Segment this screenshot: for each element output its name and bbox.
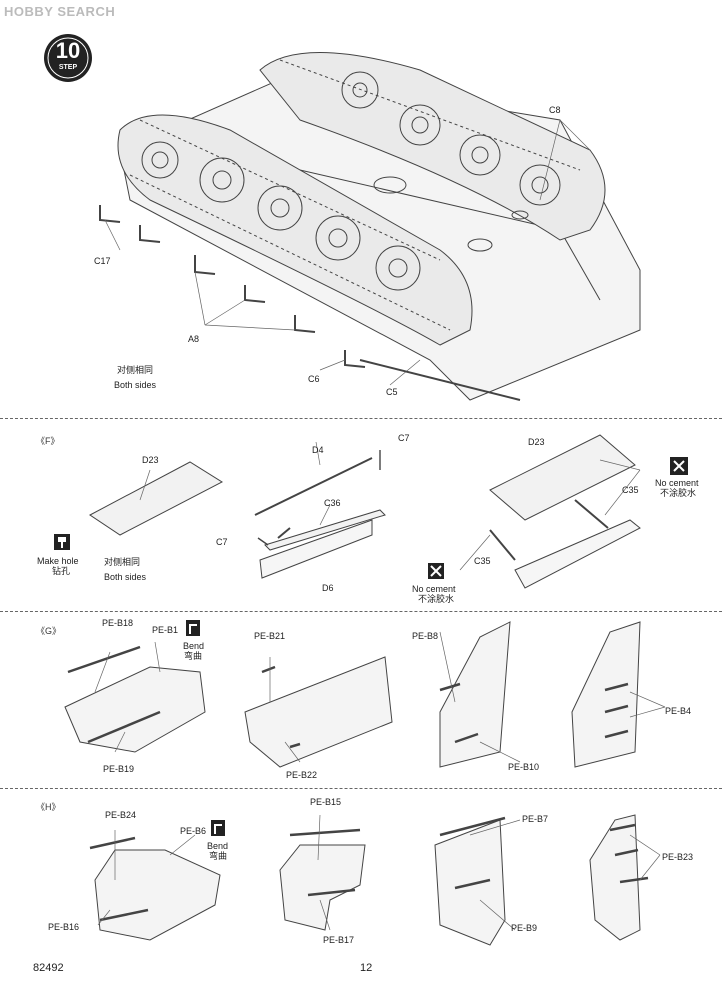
part-label-c7: C7 [216, 537, 228, 547]
part-label-pe-b16: PE-B16 [48, 922, 80, 932]
part-label-pe-b18: PE-B18 [102, 618, 134, 628]
part-label-c8: C8 [549, 105, 561, 115]
section-g-marker: 《G》 [36, 626, 62, 636]
part-label-c35: C35 [622, 485, 639, 495]
bend-label-cn: 弯曲 [209, 852, 228, 862]
section-f-marker: 《F》 [36, 436, 60, 446]
section-h-drawing [89, 814, 661, 946]
part-label-c35: C35 [474, 556, 491, 566]
no-cement-label-en: No cement [412, 584, 456, 594]
both-sides-note-en: Both sides [104, 572, 147, 582]
part-label-d23: D23 [528, 437, 545, 447]
part-label-c17: C17 [94, 256, 111, 266]
part-label-d23: D23 [142, 455, 159, 465]
no-cement-icon [428, 563, 444, 579]
make-hole-label-cn: 钻孔 [52, 567, 71, 577]
part-label-c6: C6 [308, 374, 320, 384]
make-hole-icon [54, 534, 70, 550]
part-label-pe-b6: PE-B6 [180, 826, 207, 836]
bend-icon [211, 820, 225, 836]
no-cement-icon [670, 457, 688, 475]
part-label-pe-b24: PE-B24 [105, 810, 137, 820]
both-sides-note-cn: 对侧相同 [117, 366, 154, 376]
part-label-c36: C36 [324, 498, 341, 508]
watermark-logo: HOBBY SEARCH [4, 4, 116, 19]
part-label-pe-b15: PE-B15 [310, 797, 342, 807]
part-label-pe-b21: PE-B21 [254, 631, 286, 641]
no-cement-label-cn: 不涂胶水 [660, 489, 697, 499]
step-badge: 10 STEP [42, 32, 94, 84]
no-cement-label-cn: 不涂胶水 [418, 595, 455, 605]
part-label-d6: D6 [322, 583, 334, 593]
section-divider [0, 418, 722, 419]
part-label-c7: C7 [398, 433, 410, 443]
no-cement-label-en: No cement [655, 478, 699, 488]
part-label-pe-b4: PE-B4 [665, 706, 692, 716]
part-label-c5: C5 [386, 387, 398, 397]
step-number: 10 [55, 38, 81, 63]
part-label-pe-b22: PE-B22 [286, 770, 318, 780]
section-g-drawing [64, 621, 666, 768]
part-label-d4: D4 [312, 445, 324, 455]
both-sides-note-en: Both sides [114, 380, 157, 390]
kit-number: 82492 [33, 962, 64, 974]
step-badge-icon [44, 34, 92, 82]
step10-hull-drawing [99, 52, 641, 401]
bend-label-en: Bend [207, 841, 229, 851]
both-sides-note-cn: 对侧相同 [104, 558, 141, 568]
make-hole-label-en: Make hole [37, 556, 79, 566]
step-label: STEP [58, 64, 78, 71]
part-label-pe-b8: PE-B8 [412, 631, 439, 641]
section-h-marker: 《H》 [36, 802, 61, 812]
part-label-pe-b10: PE-B10 [508, 762, 540, 772]
section-f-drawing [89, 434, 641, 589]
part-label-pe-b7: PE-B7 [522, 814, 549, 824]
bend-label-cn: 弯曲 [184, 652, 203, 662]
part-label-pe-b17: PE-B17 [323, 935, 355, 945]
section-divider [0, 788, 722, 789]
part-label-a8: A8 [188, 334, 200, 344]
bend-icon [186, 620, 200, 636]
part-label-pe-b1: PE-B1 [152, 625, 179, 635]
part-label-pe-b19: PE-B19 [103, 764, 135, 774]
section-divider [0, 611, 722, 612]
part-label-pe-b23: PE-B23 [662, 852, 694, 862]
part-label-pe-b9: PE-B9 [511, 923, 538, 933]
bend-label-en: Bend [183, 641, 205, 651]
page-number: 12 [360, 962, 373, 974]
